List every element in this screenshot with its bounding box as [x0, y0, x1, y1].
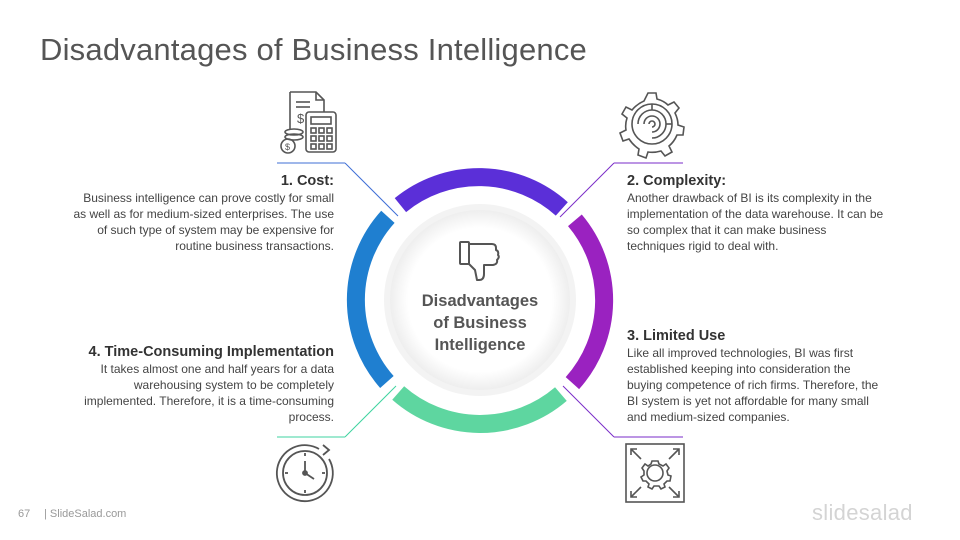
- time-consuming-block: 4. Time-Consuming Implementation It take…: [34, 344, 334, 425]
- connector-complexity: [559, 162, 683, 218]
- cost-calculator-icon: $ $: [280, 91, 337, 154]
- complexity-text-line: Another drawback of BI is its complexity…: [627, 191, 872, 205]
- limited-use-block: 3. Limited Use Like all improved technol…: [627, 328, 927, 425]
- center-label-line: Disadvantages: [421, 292, 539, 310]
- complexity-heading: 2. Complexity:: [627, 173, 727, 189]
- time-consuming-heading: 4. Time-Consuming Implementation: [88, 344, 334, 360]
- inner-circle: [390, 210, 570, 390]
- center-label-line: Intelligence: [434, 336, 526, 354]
- cost-text-line: of such type of system may be expensive …: [97, 223, 334, 237]
- page-number: 67: [18, 508, 31, 520]
- limited-use-text-line: and medium-sized companies.: [627, 410, 790, 424]
- center-label: Disadvantages of Business Intelligence: [395, 290, 565, 356]
- cost-text-line: routine business transactions.: [175, 239, 334, 253]
- connector-time-consuming: [277, 385, 397, 438]
- ring-arc-bottom: [392, 386, 567, 433]
- complexity-text-line: so complex that it can make business: [627, 223, 827, 237]
- cost-text-line: Business intelligence can prove costly f…: [83, 191, 334, 205]
- connector-limited-use: [562, 385, 683, 438]
- limited-use-text-line: Like all improved technologies, BI was f…: [627, 346, 854, 360]
- svg-text:$: $: [297, 111, 305, 126]
- complexity-block: 2. Complexity: Another drawback of BI is…: [627, 173, 927, 254]
- time-consuming-text-line: It takes almost one and half years for a…: [100, 362, 334, 376]
- limited-use-text-line: buying competence of rich firms. Therefo…: [627, 378, 879, 392]
- gear-arrows-icon: [625, 443, 685, 503]
- limited-use-text-line: established keeping into consideration t…: [627, 362, 851, 376]
- gear-maze-icon: [618, 92, 685, 160]
- limited-use-heading: 3. Limited Use: [627, 328, 726, 344]
- ring-arc-left: [346, 210, 395, 388]
- svg-text:$: $: [285, 142, 290, 152]
- connector-cost: [277, 162, 399, 217]
- limited-use-text-line: BI system is yet not affordable for many…: [627, 394, 869, 408]
- cost-block: 1. Cost: Business intelligence can prove…: [34, 173, 334, 254]
- ring-arc-right: [565, 214, 614, 390]
- footer-site-link[interactable]: | SlideSalad.com: [44, 508, 127, 520]
- complexity-text-line: implementation of the data warehouse. It…: [627, 207, 884, 221]
- time-consuming-text-line: process.: [288, 410, 334, 424]
- thumbs-down-icon: [459, 241, 500, 281]
- stopwatch-icon: [276, 444, 334, 502]
- cost-heading: 1. Cost:: [280, 173, 334, 189]
- time-consuming-text-line: implemented. Therefore, it is a time-con…: [84, 394, 334, 408]
- brand-logo: slidesalad: [812, 500, 913, 525]
- complexity-text-line: techniques rigid to deal with.: [627, 239, 779, 253]
- ring-arc-top: [394, 168, 568, 216]
- time-consuming-text-line: warehousing system to be completely: [133, 378, 334, 392]
- center-label-line: of Business: [433, 314, 527, 332]
- cost-text-line: as well as for medium-sized enterprises.…: [73, 207, 334, 221]
- slide-title: Disadvantages of Business Intelligence: [40, 32, 587, 67]
